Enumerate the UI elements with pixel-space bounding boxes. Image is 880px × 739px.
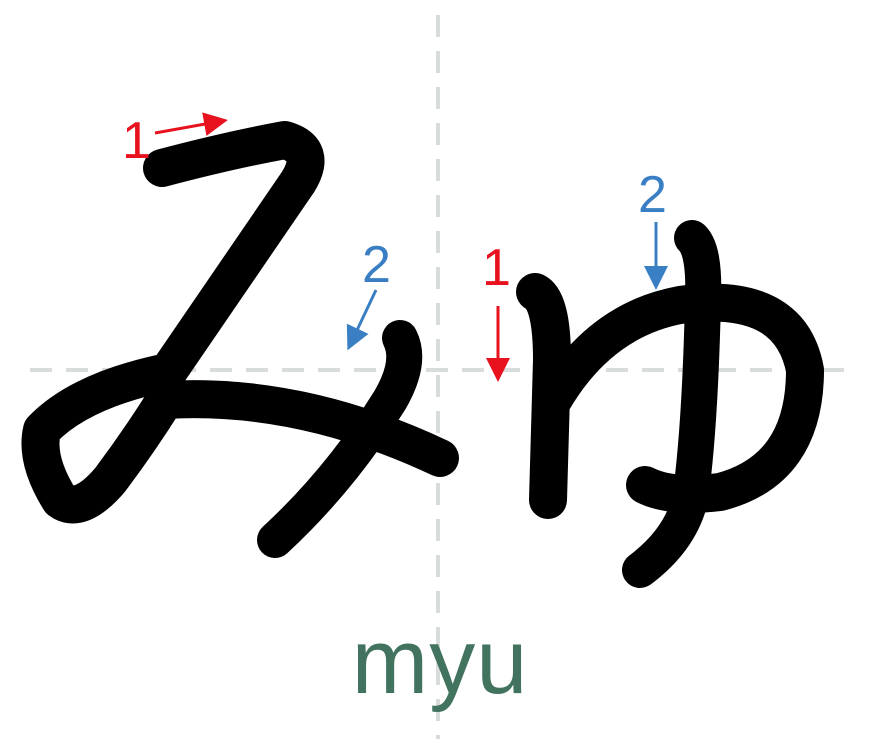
mi-stroke-2-arrow <box>346 289 378 351</box>
yu-stroke-1-number: 1 <box>482 239 511 297</box>
yu-stroke-2-number: 2 <box>638 166 667 224</box>
kana-yu <box>516 220 824 588</box>
mi-stroke-2 <box>257 320 423 558</box>
mi-stroke-1-number: 1 <box>122 112 151 170</box>
mi-stroke-1-arrow <box>154 112 228 136</box>
kana-mi <box>21 121 459 558</box>
romaji-label: myu <box>351 611 529 713</box>
yu-stroke-2 <box>622 220 722 588</box>
mi-stroke-1 <box>21 121 459 524</box>
mi-stroke-2-number: 2 <box>362 236 391 294</box>
yu-stroke-1 <box>516 273 824 519</box>
